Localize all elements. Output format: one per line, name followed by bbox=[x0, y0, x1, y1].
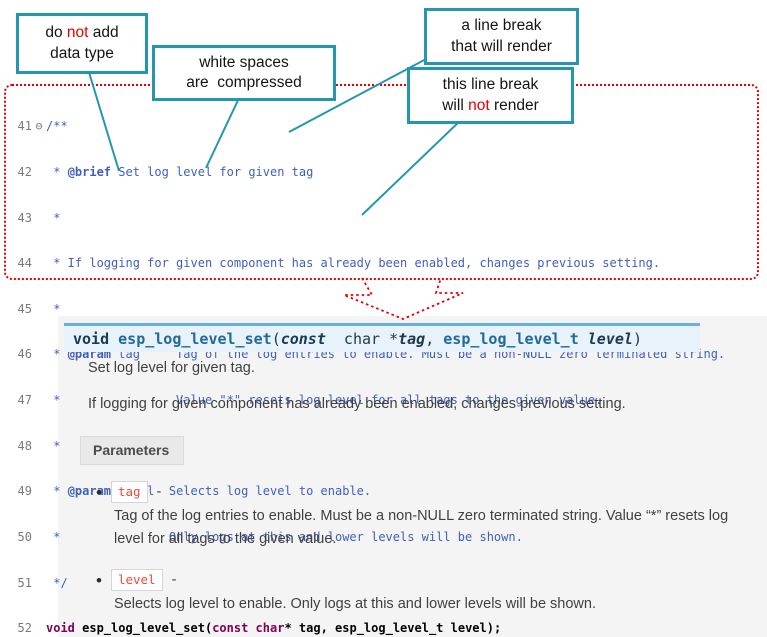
fold-marker-icon bbox=[32, 302, 46, 317]
fold-marker-icon bbox=[32, 439, 46, 454]
code-text: * If logging for given component has alr… bbox=[46, 256, 661, 271]
callout-do-not-add-data-type: do not add data type bbox=[16, 13, 148, 74]
callout-text: this line break will not render bbox=[442, 76, 539, 114]
code-text: /** bbox=[46, 119, 68, 134]
code-text: * @param level Selects log level to enab… bbox=[46, 484, 372, 499]
code-text: void esp_log_level_set(const char* tag, … bbox=[46, 621, 502, 636]
line-number: 49 bbox=[17, 484, 32, 499]
param-list-item: • tag - bbox=[96, 481, 161, 503]
param-description-tag: Tag of the log entries to enable. Must b… bbox=[114, 508, 729, 547]
parameters-heading: Parameters bbox=[80, 436, 185, 465]
brief-description: Set log level for given tag. bbox=[88, 360, 255, 376]
function-signature-bar: void esp_log_level_set(const char *tag, … bbox=[64, 323, 700, 352]
callout-line-break-not-render: this line break will not render bbox=[407, 67, 574, 124]
fold-marker-icon bbox=[32, 393, 46, 408]
code-line: 44 * If logging for given component has … bbox=[10, 256, 754, 271]
code-text: * bbox=[46, 210, 61, 225]
param-list-item: • level - bbox=[96, 569, 176, 591]
docs-panel-background bbox=[58, 316, 767, 637]
callout-text: do not add data type bbox=[45, 24, 119, 62]
fold-marker-icon bbox=[32, 256, 46, 271]
bullet-icon: • bbox=[96, 482, 102, 502]
code-line: 42 * @brief Set log level for given tag bbox=[10, 165, 754, 180]
code-line: 51 */ bbox=[10, 576, 754, 591]
fold-marker-icon bbox=[32, 165, 46, 180]
callout-text: a line break that will render bbox=[451, 17, 552, 55]
code-text: * @brief Set log level for given tag bbox=[46, 165, 314, 180]
code-text: */ bbox=[46, 575, 68, 590]
detailed-description: If logging for given component has alrea… bbox=[88, 396, 626, 412]
line-number: 44 bbox=[17, 256, 32, 271]
code-text: * bbox=[46, 301, 61, 316]
callout-white-spaces-compressed: white spaces are compressed bbox=[152, 45, 336, 101]
callout-line-break-renders: a line break that will render bbox=[424, 8, 579, 65]
line-number: 46 bbox=[17, 347, 32, 362]
code-line: 47 * Value "*" resets log level for all … bbox=[10, 393, 754, 408]
code-text: * bbox=[46, 438, 61, 453]
param-name-tag: tag bbox=[110, 481, 148, 503]
code-line: 50 * Only logs at this and lower levels … bbox=[10, 530, 754, 545]
code-text: * Only logs at this and lower levels wil… bbox=[46, 529, 523, 544]
code-line: 43 * bbox=[10, 211, 754, 226]
param-description-level: Selects log level to enable. Only logs a… bbox=[114, 596, 596, 612]
function-signature: void esp_log_level_set(const char *tag, … bbox=[73, 330, 642, 348]
fold-marker-icon bbox=[32, 621, 46, 636]
line-number: 42 bbox=[17, 165, 32, 180]
code-line: 45 * bbox=[10, 302, 754, 317]
line-number: 48 bbox=[17, 438, 32, 453]
fold-marker-icon[interactable]: ⊖ bbox=[35, 119, 43, 134]
param-name-level: level bbox=[110, 569, 163, 591]
param-dash: - bbox=[171, 572, 177, 588]
fold-marker-icon bbox=[32, 347, 46, 362]
line-number: 41 bbox=[17, 119, 32, 134]
fold-marker-icon bbox=[32, 576, 46, 591]
code-line: 48 * bbox=[10, 439, 754, 454]
callout-text: white spaces are compressed bbox=[186, 53, 302, 91]
code-text: * Value "*" resets log level for all tag… bbox=[46, 393, 603, 408]
line-number: 50 bbox=[17, 529, 32, 544]
fold-marker-icon bbox=[32, 484, 46, 499]
line-number: 51 bbox=[17, 575, 32, 590]
bullet-icon: • bbox=[96, 570, 102, 590]
line-number: 43 bbox=[17, 210, 32, 225]
line-number: 47 bbox=[17, 393, 32, 408]
line-number: 52 bbox=[17, 621, 32, 636]
fold-marker-icon bbox=[32, 530, 46, 545]
fold-marker-icon bbox=[32, 211, 46, 226]
code-line: 41⊖/** bbox=[10, 119, 754, 134]
param-dash: - bbox=[156, 484, 162, 500]
line-number: 45 bbox=[17, 301, 32, 316]
code-line: 52 void esp_log_level_set(const char* tag… bbox=[10, 621, 754, 636]
